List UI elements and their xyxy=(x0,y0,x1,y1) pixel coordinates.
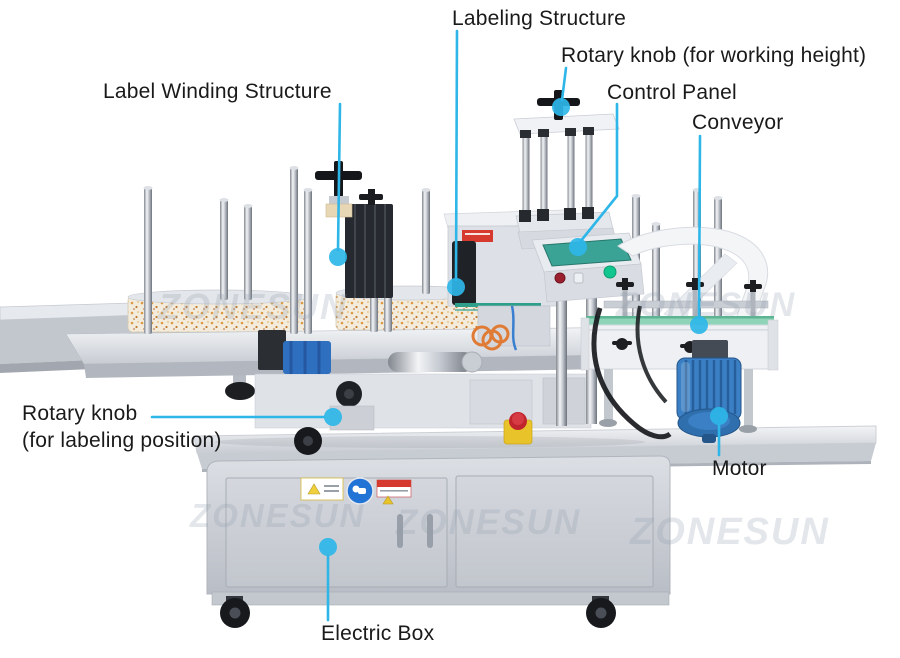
panel-buttons xyxy=(554,265,617,284)
callout-label-control-panel: Control Panel xyxy=(607,81,737,104)
blue-air-tube xyxy=(510,305,518,351)
caster-wheel xyxy=(220,596,250,628)
callout-label-motor: Motor xyxy=(712,457,767,480)
label-stack xyxy=(345,204,393,298)
height-knob xyxy=(537,90,580,120)
motor-assembly xyxy=(591,305,742,443)
electric-box-cabinet xyxy=(206,455,671,628)
callout-label-label-winding-structure: Label Winding Structure xyxy=(103,80,332,103)
door-handles xyxy=(397,514,433,548)
mandatory-sticker xyxy=(346,477,374,505)
head-warning-sticker xyxy=(462,230,493,242)
label-roll xyxy=(127,289,310,333)
callout-label-labeling-structure: Labeling Structure xyxy=(452,7,627,30)
caster-wheel xyxy=(586,596,616,628)
callout-label-electric-box: Electric Box xyxy=(321,622,435,645)
danger-sticker xyxy=(376,479,412,505)
callout-label-conveyor: Conveyor xyxy=(692,111,784,134)
orange-coil-cable xyxy=(471,324,510,351)
warning-sticker xyxy=(300,477,344,501)
small-knob xyxy=(359,189,383,205)
emergency-stop-button xyxy=(503,412,533,445)
hand-wheel xyxy=(294,427,322,455)
position-knob xyxy=(336,381,362,407)
callout-label-rotary-knob-labeling-position: Rotary knob (for labeling position) xyxy=(22,402,222,453)
callout-label-rotary-knob-working-height: Rotary knob (for working height) xyxy=(561,44,867,67)
conveyor-belt xyxy=(586,316,774,325)
